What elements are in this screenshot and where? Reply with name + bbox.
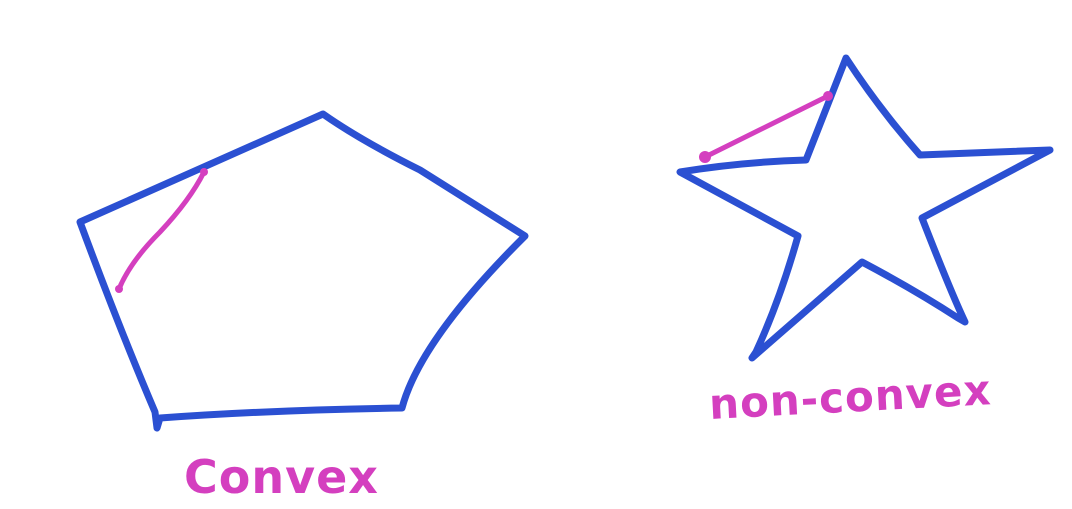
non-convex-crossing-segment: [702, 93, 831, 160]
non-convex-star-outline: [676, 54, 1054, 362]
convex-interior-segment: [116, 169, 207, 292]
non-convex-segment-endpoint-right: [823, 91, 833, 101]
convex-label: Convex: [184, 450, 379, 504]
convex-segment-endpoint-bottom: [115, 285, 123, 293]
convex-pentagon-outline: [76, 110, 529, 432]
non-convex-segment-endpoint-left: [699, 151, 711, 163]
convex-segment-endpoint-top: [200, 168, 208, 176]
